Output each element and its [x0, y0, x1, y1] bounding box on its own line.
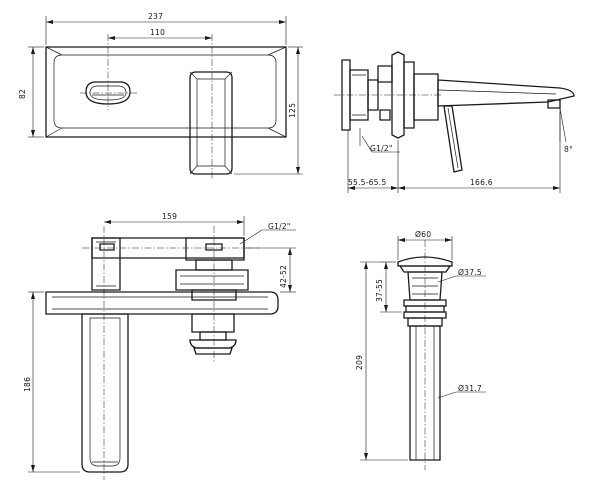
- drain-body-diameter-label: Ø37.5: [458, 268, 482, 277]
- side-angle-label: 8°: [564, 145, 573, 154]
- drain-top-diameter-label: Ø60: [415, 230, 431, 239]
- drain-height-range-label: 37-55: [375, 279, 384, 302]
- front-view: 237 110 82 125: [18, 12, 303, 180]
- drain-total-height-label: 209: [355, 355, 364, 370]
- side-reach-label: 166.6: [470, 178, 493, 187]
- top-spout-length-label: 186: [23, 377, 32, 392]
- side-view: G1/2" 8° 55.5-65.5 166.6: [334, 51, 575, 193]
- drain-view: Ø60 Ø37.5 Ø31.7 37-55 209: [355, 230, 486, 470]
- dim-plate-height-label: 82: [18, 89, 27, 99]
- side-wall-depth-label: 55.5-65.5: [348, 178, 386, 187]
- top-depth-label: 42-52: [279, 265, 288, 288]
- top-length-label: 159: [162, 212, 177, 221]
- dim-total-height-label: 125: [288, 103, 297, 118]
- side-thread-label: G1/2": [370, 144, 393, 153]
- dim-width-label: 237: [148, 12, 163, 21]
- top-thread-label: G1/2": [268, 222, 291, 231]
- drain-pipe-diameter-label: Ø31.7: [458, 384, 482, 393]
- top-view: 159 G1/2" 42-52 186: [23, 212, 296, 480]
- dim-hole-spacing-label: 110: [150, 28, 165, 37]
